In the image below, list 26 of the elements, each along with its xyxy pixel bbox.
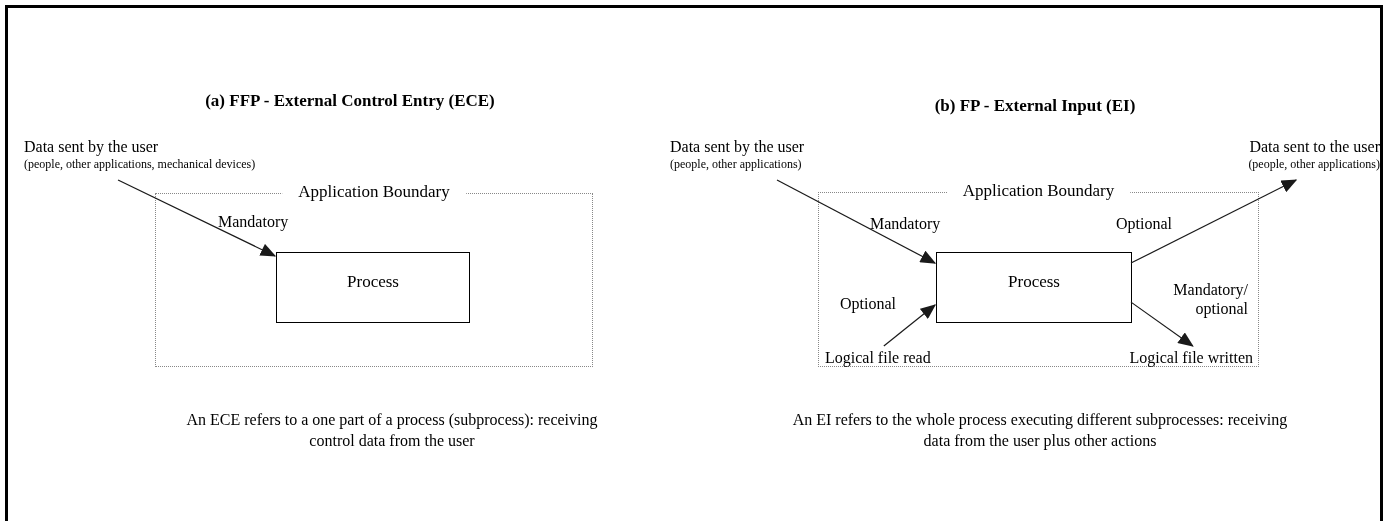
arrow xyxy=(1130,301,1194,347)
edge-label: Mandatory xyxy=(870,214,942,233)
panel-caption: An ECE refers to a one part of a process (subprocess): receiving control data from the user xyxy=(185,410,599,451)
edge-label: Mandatory xyxy=(218,212,290,231)
arrow xyxy=(1130,179,1298,264)
arrow xyxy=(883,304,936,347)
node-label: Data sent to the user xyxy=(1249,137,1380,157)
edge-label: Optional xyxy=(1116,214,1173,233)
panel-title: (b) FP - External Input (EI) xyxy=(933,95,1137,117)
node-label: Logical file written xyxy=(1129,348,1253,368)
panel-caption: An EI refers to the whole process executing different subprocesses: receiving data from the user plus other actions xyxy=(791,410,1289,451)
arrow xyxy=(776,179,937,264)
process-label: Process xyxy=(347,270,399,293)
process-box xyxy=(936,252,1132,323)
edge-label: Mandatory/ optional xyxy=(1172,280,1248,318)
node-label: Data sent by the user xyxy=(24,137,159,157)
edge-label: Optional xyxy=(840,294,897,313)
process-label: Process xyxy=(1008,270,1060,293)
node-sublabel: (people, other applications) xyxy=(670,157,802,172)
node-sublabel: (people, other applications, mechanical devices) xyxy=(24,157,256,172)
process-box xyxy=(276,252,470,323)
node-label: Logical file read xyxy=(825,348,931,368)
panel-title: (a) FFP - External Control Entry (ECE) xyxy=(204,90,496,112)
node-sublabel: (people, other applications) xyxy=(1248,157,1380,172)
node-label: Data sent by the user xyxy=(670,137,805,157)
arrow xyxy=(117,179,277,257)
